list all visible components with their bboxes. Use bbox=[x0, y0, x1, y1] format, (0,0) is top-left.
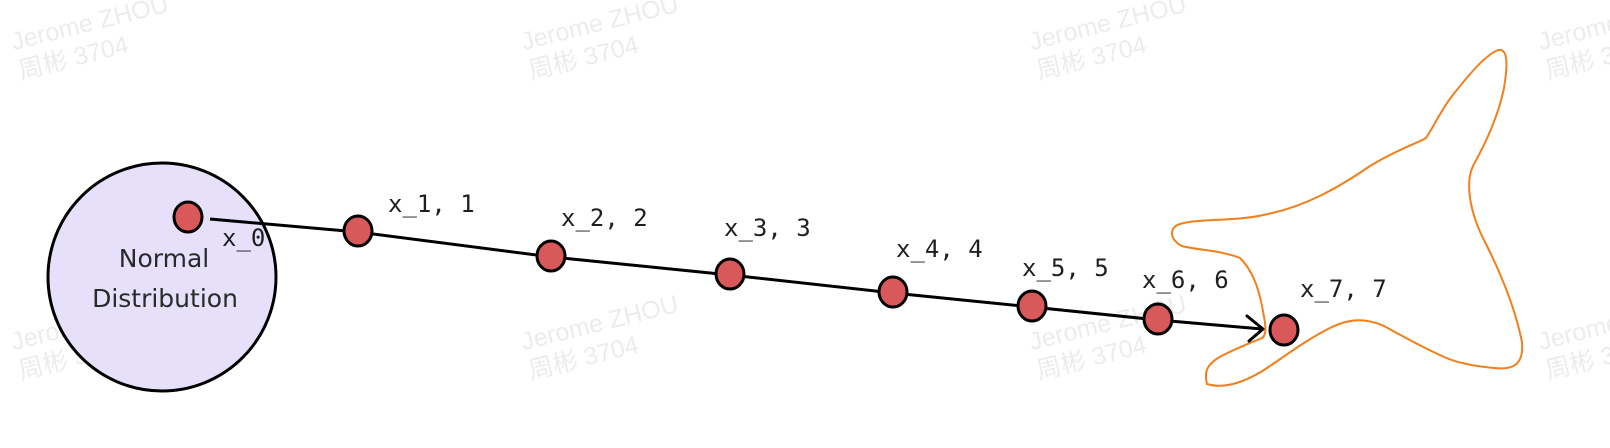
node-x4 bbox=[877, 275, 909, 309]
node-x3 bbox=[714, 257, 746, 291]
node-x0 bbox=[172, 200, 204, 234]
step-label-x4: x_4, 4 bbox=[896, 235, 983, 263]
step-label-x1: x_1, 1 bbox=[388, 190, 475, 218]
step-label-x7: x_7, 7 bbox=[1300, 275, 1387, 303]
node-x2 bbox=[535, 239, 567, 273]
step-label-x2: x_2, 2 bbox=[561, 204, 648, 232]
node-x6 bbox=[1142, 302, 1174, 336]
node-x5 bbox=[1016, 289, 1048, 323]
normal-distribution-circle bbox=[46, 161, 278, 393]
distribution-label-line1: Normal bbox=[119, 244, 209, 273]
trajectory-line bbox=[209, 217, 1263, 331]
node-x7 bbox=[1268, 313, 1300, 347]
step-label-x3: x_3, 3 bbox=[724, 214, 811, 242]
node-x1 bbox=[342, 214, 374, 248]
target-distribution-outline bbox=[1171, 48, 1524, 387]
arrowhead-icon bbox=[1245, 314, 1265, 343]
distribution-label-line2: Distribution bbox=[92, 284, 238, 313]
step-label-x6: x_6, 6 bbox=[1142, 266, 1229, 294]
step-label-x0: x_0 bbox=[222, 224, 265, 252]
step-label-x5: x_5, 5 bbox=[1022, 254, 1109, 282]
